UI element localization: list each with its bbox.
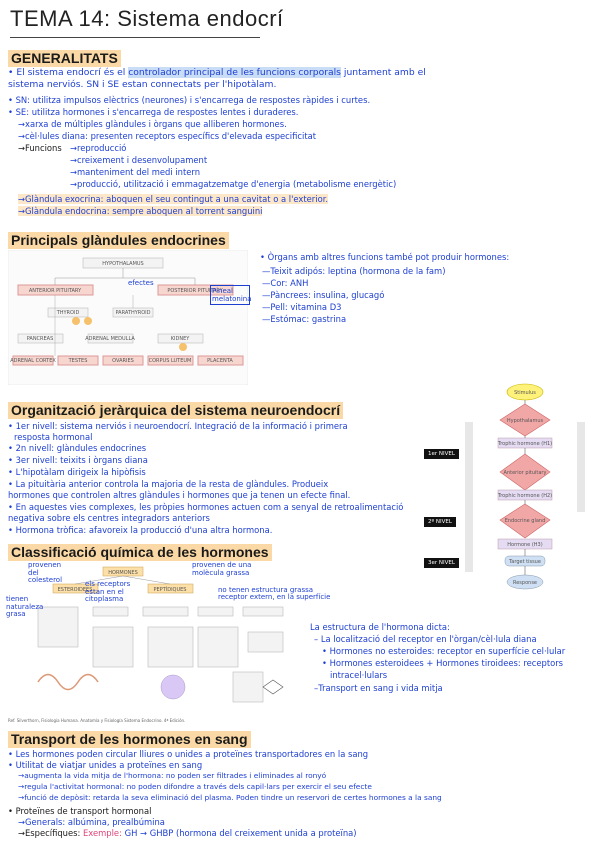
gen-l1c: juntament amb el [343, 67, 426, 78]
flow-anterior-pituitary: Anterior pituitary [504, 470, 547, 476]
gen-funcio-4: →producció, utilització i emmagatzematge… [70, 179, 397, 189]
gen-l9-text: →Glàndula endocrina: sempre aboquen al t… [18, 206, 263, 216]
hierarchy-flow-diagram: Stimulus Hypothalamus Trophic hormone (H… [465, 383, 585, 590]
gen-l8-text: →Glàndula exocrina: aboquen el seu conti… [18, 194, 329, 204]
org-line-1b: resposta hormonal [14, 432, 93, 442]
gen-line-3: • SN: utilitza impulsos elèctrics (neuro… [8, 95, 371, 105]
trans-line-4: →regula l'activitat hormonal: no poden d… [18, 782, 372, 791]
diagram-label-thyroid: THYROID [56, 310, 80, 316]
section-heading-glandules: Principals glàndules endocrines [8, 232, 229, 249]
level-tag-2: 2º NIVEL [424, 517, 456, 527]
diagram-label-posterior-pituitary: POSTERIOR PITUITARY [167, 288, 223, 294]
diagram-label-placenta: PLACENTA [207, 358, 233, 364]
page-title: TEMA 14: Sistema endocrí [10, 6, 284, 31]
section-heading-transport: Transport de les hormones en sang [8, 731, 251, 748]
chem-source: Ref. Silverthorn, Fisiologia Humana. Ana… [8, 718, 186, 723]
chem-note-citoplasma: els receptors estan en el citoplasma [85, 580, 131, 603]
trans-exemple-label: Exemple: [82, 828, 122, 838]
diagram-label-adrenal-medulla: ADRENAL MEDULLA [85, 336, 135, 342]
chem-side-1: La estructura de l'hormona dicta: [310, 622, 450, 632]
gen-l1a: • El sistema endocrí és el [8, 67, 126, 78]
gen-funcions-label: →Funcions [18, 143, 62, 153]
organs-title: • Òrgans amb altres funcions també pot p… [260, 252, 510, 262]
trans-line-8: →Específiques: Exemple: GH → GHBP (hormo… [18, 828, 357, 838]
chem-note-no-grassa: no tenen estructura grassa [218, 586, 314, 594]
gen-line-9: →Glàndula endocrina: sempre aboquen al t… [18, 206, 263, 216]
gen-line-6: →cèl·lules diana: presenten receptors es… [18, 131, 317, 141]
gen-funcio-1: →reproducció [70, 143, 127, 153]
flow-trophic-h2: Trophic hormone (H2) [497, 493, 552, 499]
flow-response: Response [513, 580, 537, 586]
flow-target-tissue: Target tissue [508, 559, 541, 565]
diagram-label-adrenal-cortex: ADRENAL CORTEX [10, 358, 56, 364]
gen-line-5: →xarxa de múltiples glàndules i òrgans q… [18, 119, 287, 129]
org-line-4: • L'hipotàlam dirigeix la hipòfisis [8, 467, 146, 477]
organ-4: —Pell: vitamina D3 [262, 302, 342, 312]
org-line-2: • 2n nivell: glàndules endocrines [8, 443, 147, 453]
chem-side-5: –Transport en sang i vida mitja [314, 683, 443, 693]
gen-l1b: controlador principal de les funcions co… [128, 67, 341, 78]
flow-stimulus: Stimulus [514, 390, 536, 396]
box-peptidiques: PEPTÍDIQUES [154, 586, 187, 593]
trans-line-5: →funció de depòsit: retarda la seva elim… [18, 793, 442, 802]
diagram-label-hypothalamus: HYPOTHALAMUS [102, 261, 143, 267]
diagram-arrow-note: efectes [128, 279, 154, 287]
chem-note-naturaleza: tienen naturaleza grasa [6, 595, 44, 618]
gen-funcio-3: →manteniment del medi intern [70, 167, 201, 177]
diagram-label-ovaries: OVARIES [112, 358, 134, 364]
level-tag-1: 1er NIVEL [424, 449, 459, 459]
organ-1: —Teixit adipós: leptina (hormona de la f… [262, 266, 446, 276]
chem-side-2: – La localització del receptor en l'òrga… [314, 634, 537, 644]
gen-line-1: • El sistema endocrí és el controlador p… [8, 67, 426, 78]
chem-side-4b: intracel·lulars [330, 670, 388, 680]
box-esteroidees: ESTEROIDEES [58, 587, 93, 593]
gen-line-4: • SE: utilitza hormones i s'encarrega de… [8, 107, 299, 117]
title-underline [10, 37, 260, 38]
org-line-6b: negativa sobre els centres integradors a… [8, 513, 210, 523]
box-hormones: HORMONES [108, 570, 138, 576]
section-heading-generalitats: GENERALITATS [8, 50, 121, 67]
chem-side-3: • Hormones no esteroides: receptor en su… [322, 646, 566, 656]
flow-endocrine-gland: Endocrine gland [505, 518, 546, 524]
trans-line-3: →augmenta la vida mitja de l'hormona: no… [18, 771, 327, 780]
chem-note-colesterol: provenen del colesterol [28, 561, 63, 584]
org-line-5b: hormones que controlen altres glàndules … [8, 490, 351, 500]
diagram-label-corpus-luteum: CORPUS LUTEUM [149, 358, 192, 364]
glands-diagram: HYPOTHALAMUS ANTERIOR PITUITARY POSTERIO… [8, 250, 248, 385]
organ-3: —Pàncrees: insulina, glucagó [262, 290, 385, 300]
trans-exemple-text: GH → GHBP (hormona del creixement unida … [124, 828, 357, 838]
org-line-7: • Hormona tròfica: afavoreix la producci… [8, 525, 273, 535]
org-line-6: • En aquestes vies complexes, les pròpie… [8, 502, 404, 512]
diagram-label-pancreas: PANCREAS [27, 336, 54, 342]
diagram-label-kidney: KIDNEY [171, 336, 191, 342]
diagram-label-anterior-pituitary: ANTERIOR PITUITARY [29, 288, 82, 294]
gen-line-2: sistema nerviós. SN i SE estan connectat… [8, 79, 277, 90]
chem-note-grassa: provenen de una molècula grassa [192, 561, 252, 577]
organ-2: —Cor: ANH [262, 278, 309, 288]
chem-side-4: • Hormones esteroidees + Hormones tiroid… [322, 658, 564, 668]
trans-line-7: →Generals: albúmina, prealbúmina [18, 817, 165, 827]
pineal-note: Pineal melatonina [210, 285, 252, 305]
diagram-label-testes: TESTES [68, 358, 88, 364]
section-heading-classificacio: Classificació química de les hormones [8, 544, 272, 561]
trans-line-2: • Utilitat de viatjar unides a proteïnes… [8, 760, 203, 770]
trans-line-1: • Les hormones poden circular lliures o … [8, 749, 369, 759]
hormone-classification-diagram: HORMONES ESTEROIDEES PEPTÍDIQUES [37, 566, 284, 703]
flow-hormone-h3: Hormone (H3) [507, 542, 542, 548]
chem-note-superficie: receptor extern, en la superfície [218, 593, 331, 601]
trans-line-6: • Proteïnes de transport hormonal [8, 806, 152, 816]
trans-especifiques-label: →Específiques: [18, 828, 81, 838]
org-line-1: • 1er nivell: sistema nerviós i neuroend… [8, 421, 348, 431]
gen-line-8: →Glàndula exocrina: aboquen el seu conti… [18, 194, 329, 204]
org-line-5: • La pituitària anterior controla la maj… [8, 479, 329, 489]
org-line-3: • 3er nivell: teixits i òrgans diana [8, 455, 148, 465]
organ-5: —Estómac: gastrina [262, 314, 347, 324]
diagram-label-parathyroid: PARATHYROID [115, 310, 150, 316]
level-tag-3: 3er NIVEL [424, 558, 459, 568]
flow-trophic-h1: Trophic hormone (H1) [497, 441, 552, 447]
flow-hypothalamus: Hypothalamus [507, 418, 544, 424]
gen-funcio-2: →creixement i desenvolupament [70, 155, 208, 165]
section-heading-organitzacio: Organització jeràrquica del sistema neur… [8, 402, 344, 419]
